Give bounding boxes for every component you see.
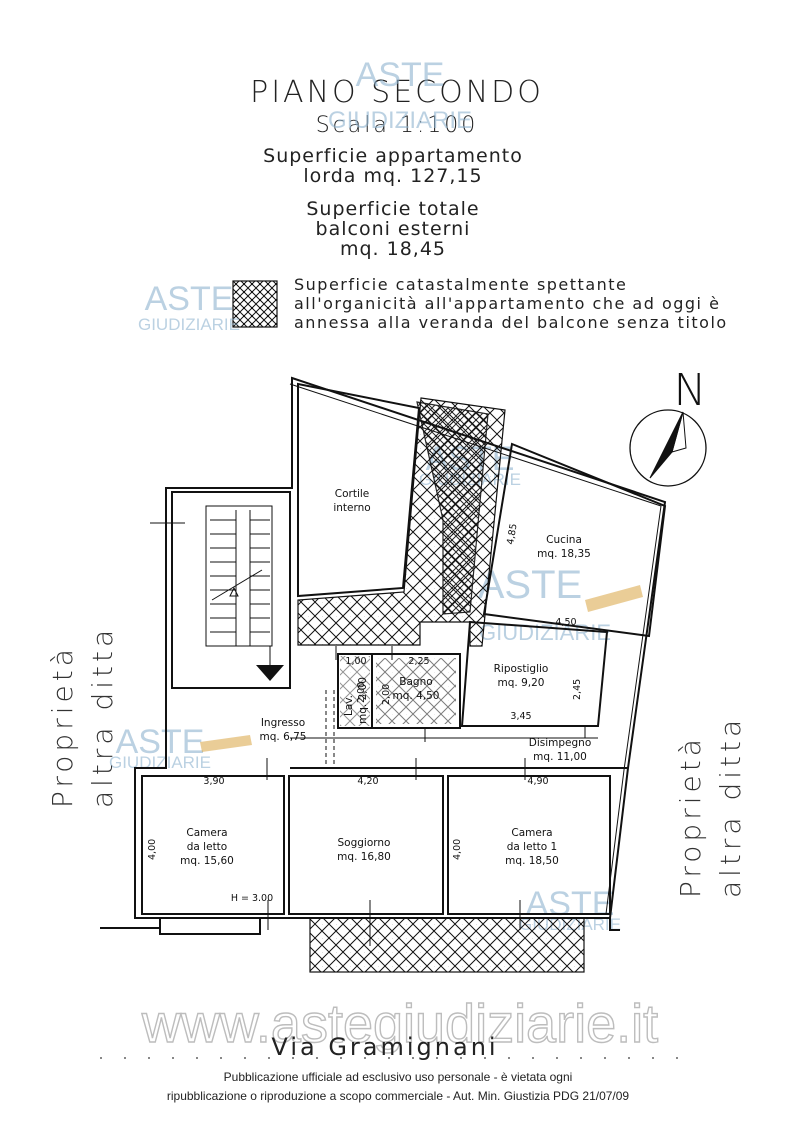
dim-4-50: 4,50: [555, 617, 576, 628]
dim-4-20: 4,20: [357, 776, 378, 787]
street-name: Via Gramignani: [271, 1033, 498, 1061]
balcony-line-2: balconi esterni: [316, 218, 471, 240]
legend: Superficie catastalmente spettante all'o…: [232, 275, 728, 332]
stair-landing-arrow-icon: [256, 665, 284, 681]
watermark-sub-text: GIUDIZIARIE: [138, 315, 240, 334]
left-property-line-2: altra ditta: [86, 626, 119, 808]
stair-core: [171, 491, 291, 689]
room-soggiorno-area: mq. 16,80: [337, 851, 391, 863]
watermark-brand-text: ASTE: [145, 280, 234, 318]
watermark-brand-text: ASTE: [526, 885, 615, 923]
stair-treads: [210, 510, 284, 681]
dim-1-00: 1,00: [345, 656, 366, 667]
room-disimpegno-name: Disimpegno: [529, 737, 592, 749]
room-soggiorno-name: Soggiorno: [338, 837, 391, 849]
watermark-legend: ASTE GIUDIZIARIE: [138, 280, 240, 334]
watermarks: ASTE GIUDIZIARIE ASTE GIUDIZIARIE ASTE G…: [109, 56, 643, 934]
legend-line-1: Superficie catastalmente spettante: [294, 275, 627, 294]
watermark-sub-text: GIUDIZIARIE: [328, 107, 472, 134]
dim-3-90: 3,90: [203, 776, 224, 787]
room-labels: Cortile interno Cucina mq. 18,35 Riposti…: [180, 488, 591, 867]
north-label: N: [674, 365, 707, 416]
cortile-wall: [297, 382, 421, 598]
north-arrow: N: [629, 365, 707, 487]
dimension-labels: 4,85 4,50 2,45 3,45 1,00 2,25 2,00 2,00 …: [147, 523, 583, 904]
room-cortile-name2: interno: [333, 502, 370, 514]
dim-2-25: 2,25: [408, 656, 429, 667]
watermark-sub-text: GIUDIZIARIE: [109, 753, 211, 772]
room-ripostiglio-area: mq. 9,20: [498, 677, 545, 689]
page-title: PIANO SECONDO: [250, 75, 544, 110]
dim-2-00-b: 2,00: [381, 684, 392, 705]
legend-swatch: [232, 280, 278, 328]
lav-wall: [337, 653, 373, 729]
front-balcony: [309, 917, 585, 973]
gavel-icon: [200, 735, 252, 752]
site-watermark: www.astegiudiziarie.it: [141, 994, 658, 1054]
room-lav-area: mq. 2,00: [357, 677, 369, 724]
room-cucina-name: Cucina: [546, 534, 582, 546]
room-camera2-name2: da letto 1: [507, 841, 558, 853]
left-property-line-1: Proprietà: [46, 645, 79, 808]
room-bagno-name: Bagno: [399, 676, 432, 688]
surface-line-1: Superficie appartamento: [263, 145, 523, 167]
room-camera1-name2: da letto: [187, 841, 227, 853]
dim-height: H = 3.00: [231, 893, 273, 904]
room-cortile-name: Cortile: [335, 488, 369, 500]
dim-3-45: 3,45: [510, 711, 531, 722]
footer-line-1: Pubblicazione ufficiale ad esclusivo uso…: [224, 1070, 573, 1084]
balcony-line-3: mq. 18,45: [340, 238, 446, 260]
stair-up-arrow-icon: [229, 586, 239, 597]
watermark-center: ASTE GIUDIZIARIE: [478, 563, 643, 645]
veranda-dense-area: [416, 401, 489, 615]
camera1-wall: [141, 775, 285, 915]
room-ripostiglio-name: Ripostiglio: [494, 663, 549, 675]
room-camera1-area: mq. 15,60: [180, 855, 234, 867]
ripostiglio-wall: [460, 620, 609, 727]
room-camera2-name: Camera: [511, 827, 552, 839]
watermark-header: ASTE GIUDIZIARIE: [328, 56, 472, 134]
surface-line-2: lorda mq. 127,15: [303, 165, 482, 187]
compass-circle: [629, 409, 707, 487]
room-disimpegno-area: mq. 11,00: [533, 751, 587, 763]
cucina-wall: [482, 442, 667, 638]
scale-label: Scala 1:100: [316, 113, 479, 138]
right-property-label: Proprietà altra ditta: [674, 716, 747, 898]
room-camera1-name: Camera: [186, 827, 227, 839]
gavel-icon: [585, 585, 643, 612]
dim-2-45: 2,45: [572, 679, 583, 700]
legend-line-3: annessa alla veranda del balcone senza t…: [294, 313, 728, 332]
room-camera2-area: mq. 18,50: [505, 855, 559, 867]
compass-needle-icon: [649, 411, 684, 479]
right-property-line-2: altra ditta: [714, 716, 747, 898]
room-ingresso-area: mq. 6,75: [260, 731, 307, 743]
camera2-wall: [447, 775, 611, 915]
dim-4-90: 4,90: [527, 776, 548, 787]
dim-4-00-a: 4,00: [147, 839, 158, 860]
watermark-brand-text: ASTE: [478, 563, 582, 607]
dim-2-00-a: 2,00: [356, 682, 367, 703]
dim-4-85: 4,85: [505, 523, 520, 546]
legend-line-2: all'organicità all'appartamento che ad o…: [294, 294, 720, 313]
room-bagno-area: mq. 4,50: [393, 690, 440, 702]
room-lav-name: Lav.: [343, 695, 355, 716]
plan-walls: [100, 376, 667, 973]
balcony-line-1: Superficie totale: [306, 198, 479, 220]
soggiorno-wall: [288, 775, 444, 915]
header-block: PIANO SECONDO Scala 1:100 Superficie app…: [250, 75, 544, 260]
watermark-brand-text: ASTE: [356, 56, 445, 94]
left-property-label: Proprietà altra ditta: [46, 626, 119, 808]
right-property-line-1: Proprietà: [674, 735, 707, 898]
watermark-brand-text: ASTE: [116, 723, 205, 761]
watermark-ingresso: ASTE GIUDIZIARIE: [109, 723, 252, 772]
footer-line-2: ripubblicazione o riproduzione a scopo c…: [167, 1089, 630, 1103]
dim-4-00-b: 4,00: [452, 839, 463, 860]
room-cucina-area: mq. 18,35: [537, 548, 591, 560]
room-ingresso-name: Ingresso: [261, 717, 305, 729]
